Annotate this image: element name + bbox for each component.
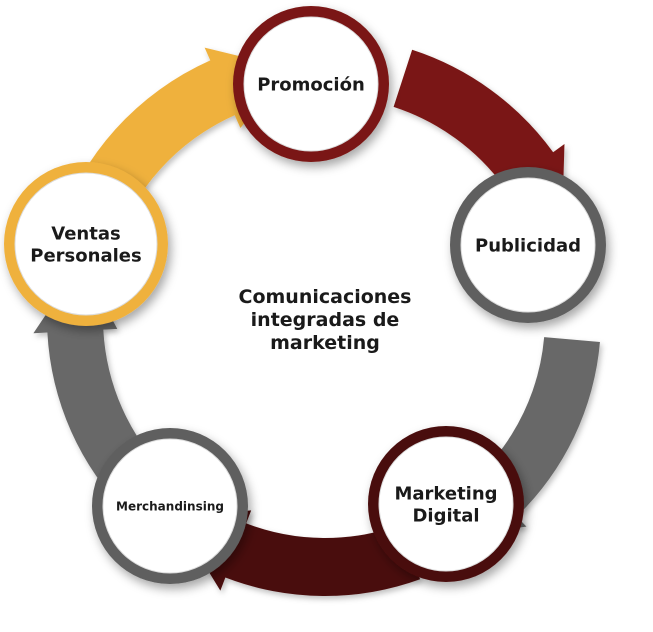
node-merchandising: Merchandinsing — [92, 428, 248, 584]
node-disc-promocion — [243, 16, 379, 152]
center-title-line-3: marketing — [270, 332, 380, 354]
node-label-promocion-line-1: Promoción — [257, 74, 365, 95]
node-label-marketing-digital-line-2: Digital — [412, 505, 479, 526]
node-label-publicidad-line-1: Publicidad — [475, 235, 581, 256]
node-label-marketing-digital-line-1: Marketing — [394, 484, 497, 505]
node-disc-publicidad — [460, 177, 596, 313]
center-title-line-1: Comunicaciones — [239, 286, 412, 308]
node-disc-ventas-personales — [14, 172, 158, 316]
node-publicidad: Publicidad — [450, 167, 606, 323]
node-disc-merchandising — [102, 438, 238, 574]
node-label-merchandising-line-1: Merchandinsing — [116, 499, 224, 513]
node-label-ventas-personales-line-1: Ventas — [51, 224, 120, 245]
node-label-ventas-personales-line-2: Personales — [30, 245, 141, 266]
center-title-line-2: integradas de — [251, 309, 400, 331]
node-promocion: Promoción — [233, 6, 389, 162]
node-disc-marketing-digital — [378, 436, 514, 572]
center-title: Comunicaciones integradas de marketing — [239, 286, 412, 354]
